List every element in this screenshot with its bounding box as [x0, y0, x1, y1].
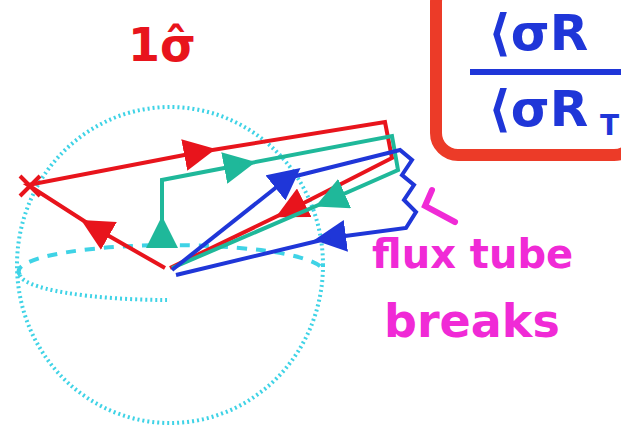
subscript-text: T: [600, 112, 619, 140]
red-loop: [28, 152, 200, 228]
blue-loop: [288, 150, 416, 238]
blue-loop: [176, 238, 330, 275]
sphere-outline: [17, 107, 323, 423]
formula-frame: [436, 0, 621, 155]
pointer-arrow: [425, 190, 455, 222]
note-text: flux tube: [372, 234, 573, 274]
blue-loop: [172, 178, 288, 270]
denominator-text: ⟨σR: [488, 84, 588, 134]
cross-mark: [20, 176, 40, 196]
green-loop: [240, 136, 398, 200]
operator-label: 1σ̂: [128, 22, 196, 68]
note-text: breaks: [384, 298, 560, 344]
numerator-text: ⟨σR: [488, 8, 588, 58]
fraction-bar: [470, 69, 621, 75]
green-loop: [162, 165, 240, 245]
red-loop: [95, 228, 165, 268]
sphere-equator-front: [20, 275, 170, 300]
